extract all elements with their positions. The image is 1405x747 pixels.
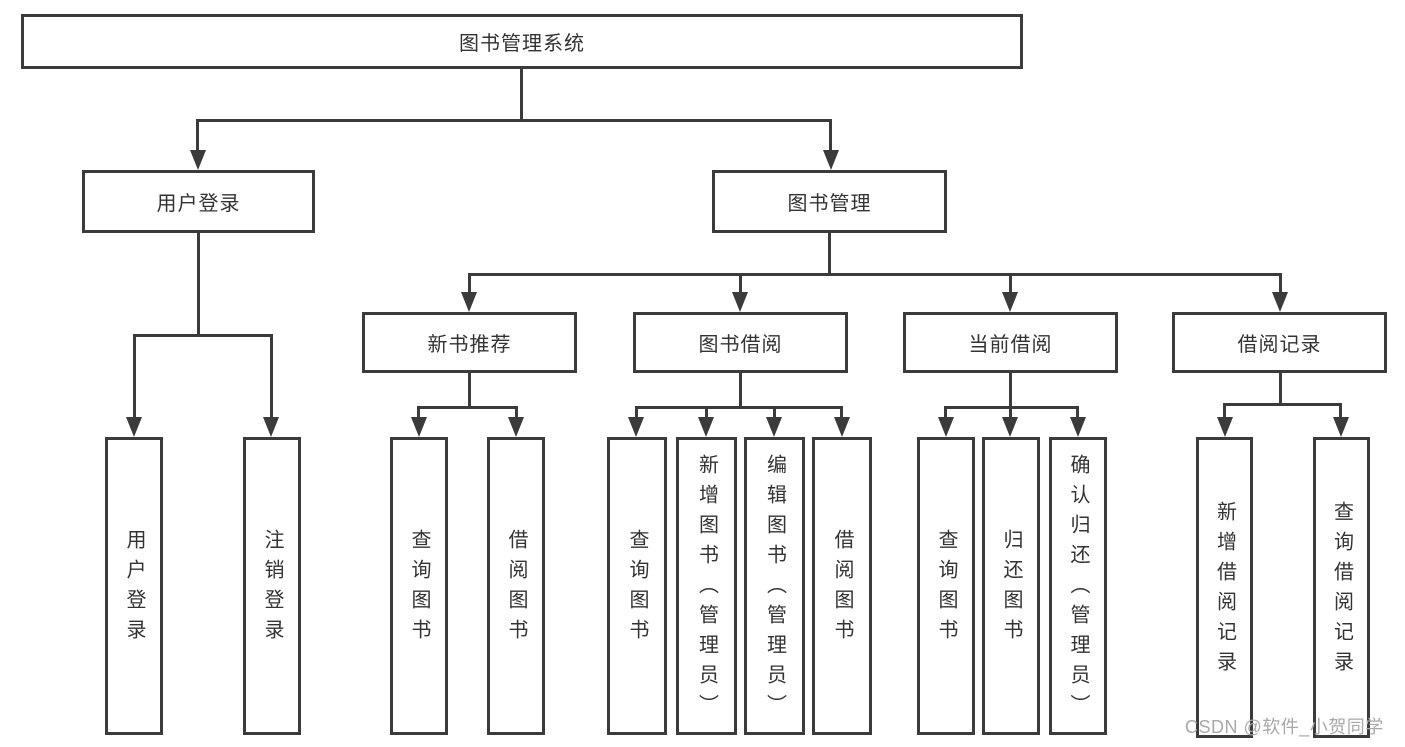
arrowhead-down-icon bbox=[823, 150, 839, 170]
leaf-add-borrow-record: 新增借阅记录 bbox=[1196, 437, 1253, 738]
connector-line bbox=[635, 406, 638, 420]
connector-line bbox=[133, 334, 136, 420]
connector-line bbox=[197, 233, 200, 337]
connector-line bbox=[520, 68, 523, 121]
arrowhead-down-icon bbox=[766, 417, 782, 437]
node-root-label: 图书管理系统 bbox=[459, 33, 585, 55]
leaf-query-borrow-record: 查询借阅记录 bbox=[1313, 437, 1370, 738]
arrowhead-down-icon bbox=[1333, 417, 1349, 437]
connector-line bbox=[1339, 403, 1342, 420]
connector-line bbox=[705, 406, 708, 420]
arrowhead-down-icon bbox=[938, 417, 954, 437]
arrowhead-down-icon bbox=[1217, 417, 1233, 437]
connector-line bbox=[468, 273, 1282, 276]
connector-line bbox=[417, 406, 420, 420]
node-book-management: 图书管理 bbox=[712, 170, 947, 233]
connector-line bbox=[1223, 403, 1342, 406]
leaf-borrow-books-recommend: 借阅图书 bbox=[487, 437, 545, 735]
connector-line bbox=[270, 334, 273, 420]
connector-line bbox=[1279, 373, 1282, 406]
leaf-logout: 注销登录 bbox=[243, 437, 301, 735]
connector-line bbox=[739, 273, 742, 296]
node-new-book-recommend-label: 新书推荐 bbox=[427, 334, 512, 356]
node-new-book-recommend: 新书推荐 bbox=[362, 312, 577, 373]
watermark-text: CSDN @软件_小贺同学 bbox=[1185, 717, 1384, 737]
connector-line bbox=[1009, 406, 1012, 420]
connector-line bbox=[635, 406, 843, 409]
connector-line bbox=[739, 373, 742, 409]
leaf-return-books: 归还图书 bbox=[982, 437, 1040, 735]
connector-line bbox=[1076, 406, 1079, 420]
connector-line bbox=[196, 119, 199, 153]
connector-line bbox=[1009, 373, 1012, 409]
arrowhead-down-icon bbox=[1002, 417, 1018, 437]
connector-line bbox=[417, 406, 518, 409]
node-book-borrow-label: 图书借阅 bbox=[698, 334, 783, 356]
node-borrow-record-label: 借阅记录 bbox=[1237, 334, 1322, 356]
arrowhead-down-icon bbox=[732, 292, 748, 312]
connector-line bbox=[828, 233, 831, 276]
connector-line bbox=[1279, 273, 1282, 296]
leaf-confirm-return-admin: 确认归还（管理员） bbox=[1049, 437, 1107, 735]
arrowhead-down-icon bbox=[190, 150, 206, 170]
arrowhead-down-icon bbox=[126, 417, 142, 437]
arrowhead-down-icon bbox=[411, 417, 427, 437]
connector-line bbox=[468, 373, 471, 409]
connector-line bbox=[133, 334, 273, 337]
connector-line bbox=[773, 406, 776, 420]
connector-line bbox=[1223, 403, 1226, 420]
connector-line bbox=[840, 406, 843, 420]
arrowhead-down-icon bbox=[263, 417, 279, 437]
node-user-login: 用户登录 bbox=[82, 170, 315, 233]
leaf-query-books-borrow: 查询图书 bbox=[607, 437, 667, 735]
connector-line bbox=[1009, 273, 1012, 296]
arrowhead-down-icon bbox=[1002, 292, 1018, 312]
node-current-borrow-label: 当前借阅 bbox=[968, 334, 1053, 356]
arrowhead-down-icon bbox=[1272, 292, 1288, 312]
arrowhead-down-icon bbox=[508, 417, 524, 437]
connector-line bbox=[468, 273, 471, 296]
connector-line bbox=[196, 119, 832, 122]
connector-line bbox=[829, 119, 832, 153]
node-borrow-record: 借阅记录 bbox=[1172, 312, 1387, 373]
leaf-user-login: 用户登录 bbox=[105, 437, 163, 735]
leaf-query-books-current: 查询图书 bbox=[917, 437, 975, 735]
leaf-edit-books-admin: 编辑图书（管理员） bbox=[744, 437, 805, 735]
leaf-query-books-recommend: 查询图书 bbox=[390, 437, 448, 735]
arrowhead-down-icon bbox=[1070, 417, 1086, 437]
node-root-system: 图书管理系统 bbox=[21, 14, 1023, 69]
arrowhead-down-icon bbox=[628, 417, 644, 437]
node-user-login-label: 用户登录 bbox=[156, 193, 241, 215]
arrowhead-down-icon bbox=[461, 292, 477, 312]
arrowhead-down-icon bbox=[698, 417, 714, 437]
leaf-borrow-books: 借阅图书 bbox=[812, 437, 872, 735]
node-book-management-label: 图书管理 bbox=[787, 193, 872, 215]
connector-line bbox=[944, 406, 947, 420]
node-book-borrow: 图书借阅 bbox=[633, 312, 848, 373]
node-current-borrow: 当前借阅 bbox=[903, 312, 1118, 373]
connector-line bbox=[515, 406, 518, 420]
arrowhead-down-icon bbox=[834, 417, 850, 437]
leaf-add-books-admin: 新增图书（管理员） bbox=[676, 437, 737, 735]
